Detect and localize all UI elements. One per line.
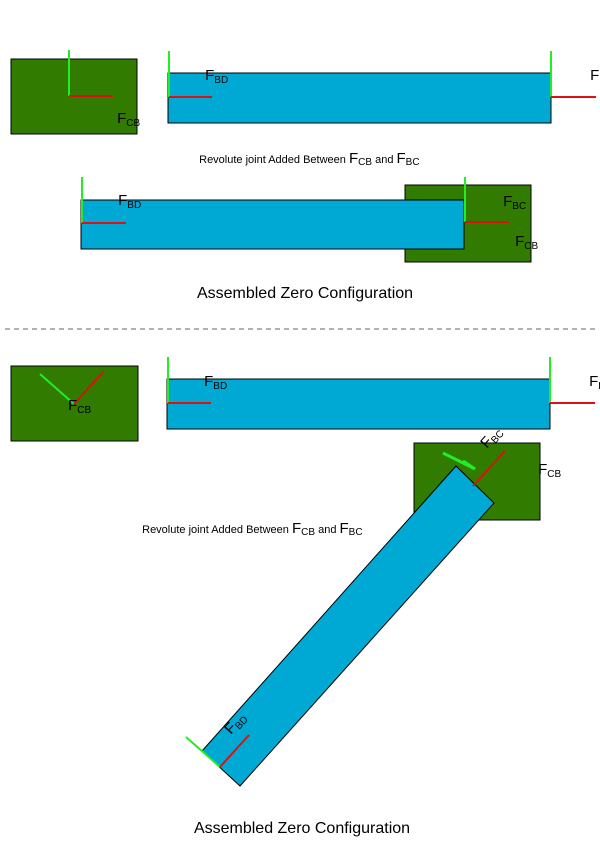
blue-link-top-assembled [80, 199, 465, 250]
axis-green-fbc-assembled-bottom-2 [462, 459, 476, 471]
bottom-panel: FCB FBD FBC Revolute joint Added Between… [10, 357, 600, 837]
blue-link-bottom-assembled [201, 465, 495, 787]
axis-green-fbd-assembled-bottom [185, 736, 221, 768]
frame-label-fbc-assembled-top: FBC [472, 193, 548, 213]
axis-red-fbc-assembled-bottom [472, 450, 506, 487]
assembled-caption-top: Assembled Zero Configuration [197, 285, 413, 302]
frame-label-fcb-assembled-top: FCB [484, 233, 560, 253]
joint-caption-top: Revolute joint Added Between FCB and FBC [168, 150, 442, 169]
frame-label-fbc-bottom: FBC [558, 373, 600, 393]
axis-green-fcb-bottom [39, 373, 75, 405]
frame-label-fcb-top: FCB [86, 110, 162, 130]
assembled-caption-bottom: Assembled Zero Configuration [194, 820, 410, 837]
frame-label-fbc-top: FBC [559, 67, 600, 87]
joint-caption-bottom: Revolute joint Added Between FCB and FBC [111, 520, 385, 539]
blue-link-top-separate [167, 72, 552, 124]
axis-red-fbd-assembled-bottom [219, 734, 250, 768]
frame-label-fcb-bottom: FCB [37, 397, 113, 417]
frame-label-fcb-assembled-bottom: FCB [507, 461, 583, 481]
blue-link-bottom-separate [166, 378, 551, 430]
frame-label-fbd-assembled-top: FBD [87, 192, 163, 212]
frame-label-fbd-top: FBD [174, 67, 250, 87]
axis-red-fcb-bottom [73, 370, 105, 405]
frame-label-fbd-bottom: FBD [173, 373, 249, 393]
top-panel: FCB FBD FBC Revolute joint Added Between… [10, 50, 600, 302]
